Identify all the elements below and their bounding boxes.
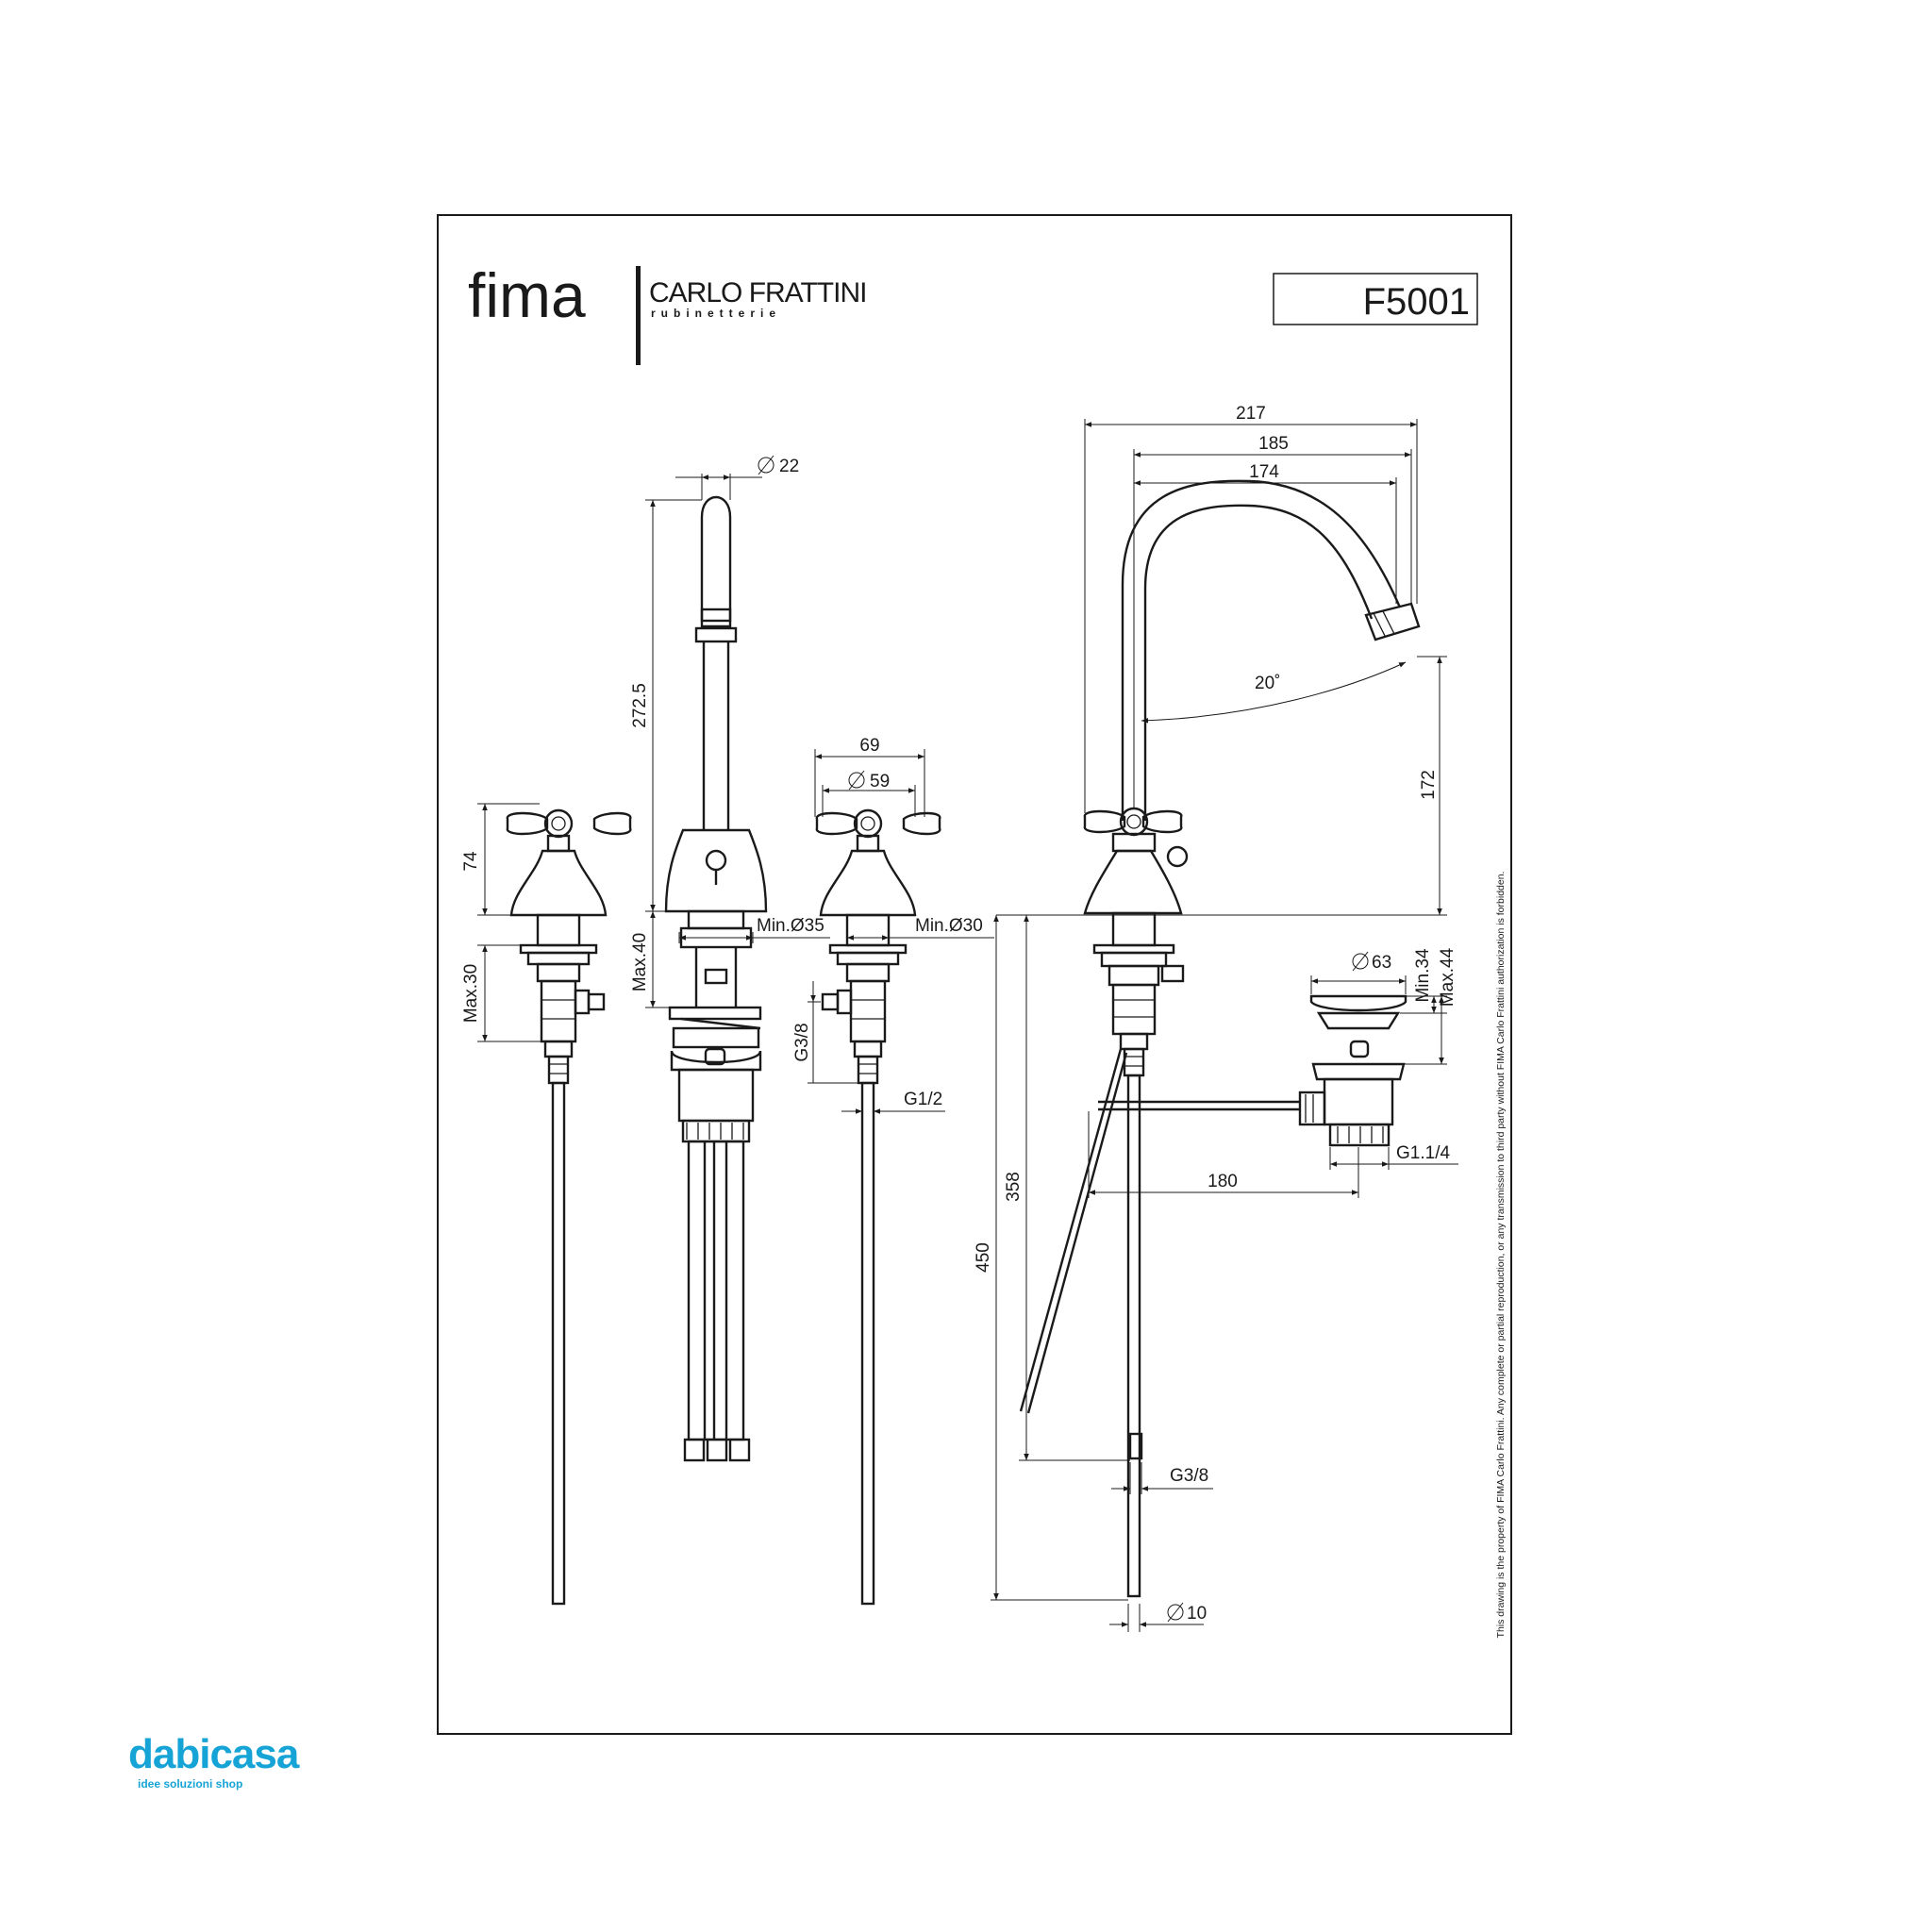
dim-180: 180 (1208, 1172, 1238, 1191)
dim-max44: Max.44 (1438, 947, 1457, 1007)
dim-174: 174 (1249, 462, 1279, 482)
brand-name: fima (468, 260, 586, 330)
dim-min34: Min.34 (1413, 948, 1433, 1002)
spout-front-view-drawing: 217 185 174 20˚ 172 63 Min.34 Max.44 G1.… (974, 404, 1458, 1632)
left-valve-drawing: 74 Max.30 (461, 803, 632, 1606)
dim-185: 185 (1258, 434, 1289, 454)
brand-company: CARLO FRATTINI (649, 277, 866, 308)
dim-217: 217 (1236, 404, 1266, 424)
dim-450: 450 (974, 1242, 993, 1273)
dim-g1-2: G1/2 (904, 1090, 942, 1109)
dim-74: 74 (461, 851, 481, 872)
dim-g3-8-spout: G3/8 (1170, 1466, 1208, 1486)
dim-g3-8-valve: G3/8 (792, 1023, 812, 1061)
dim-g1-1-4: G1.1/4 (1396, 1143, 1450, 1163)
copyright-note: This drawing is the property of FIMA Car… (1495, 872, 1507, 1639)
brand-tagline: rubinetterie (651, 307, 781, 320)
product-code-box: F5001 (1273, 273, 1478, 325)
dim-min35: Min.Ø35 (757, 916, 824, 936)
dim-d22: 22 (779, 457, 799, 476)
dim-d10: 10 (1187, 1604, 1207, 1624)
shop-logo-name: dabicasa (128, 1731, 299, 1777)
dim-min30: Min.Ø30 (915, 916, 983, 936)
dim-69: 69 (859, 736, 879, 756)
dabicasa-logo: dabicasa idee soluzioni shop (128, 1734, 317, 1794)
spout-side-view-drawing: 22 272.5 Max.40 Min.Ø35 (630, 455, 830, 1462)
right-valve-drawing: 69 59 Min.Ø30 G3/8 G1/2 (792, 736, 994, 1606)
dim-angle-20: 20˚ (1255, 674, 1280, 693)
drawing-frame (437, 214, 1512, 1735)
dim-d63: 63 (1372, 953, 1391, 973)
brand-logo: fima CARLO FRATTINI rubinetterie (468, 260, 867, 365)
dim-172: 172 (1419, 770, 1439, 800)
product-code: F5001 (1363, 281, 1470, 323)
dim-272-5: 272.5 (630, 683, 650, 728)
dim-max40: Max.40 (630, 933, 650, 991)
dim-max30: Max.30 (461, 964, 481, 1023)
dim-d59: 59 (870, 772, 890, 791)
shop-logo-tagline: idee soluzioni shop (138, 1777, 243, 1790)
dim-358: 358 (1004, 1172, 1024, 1202)
